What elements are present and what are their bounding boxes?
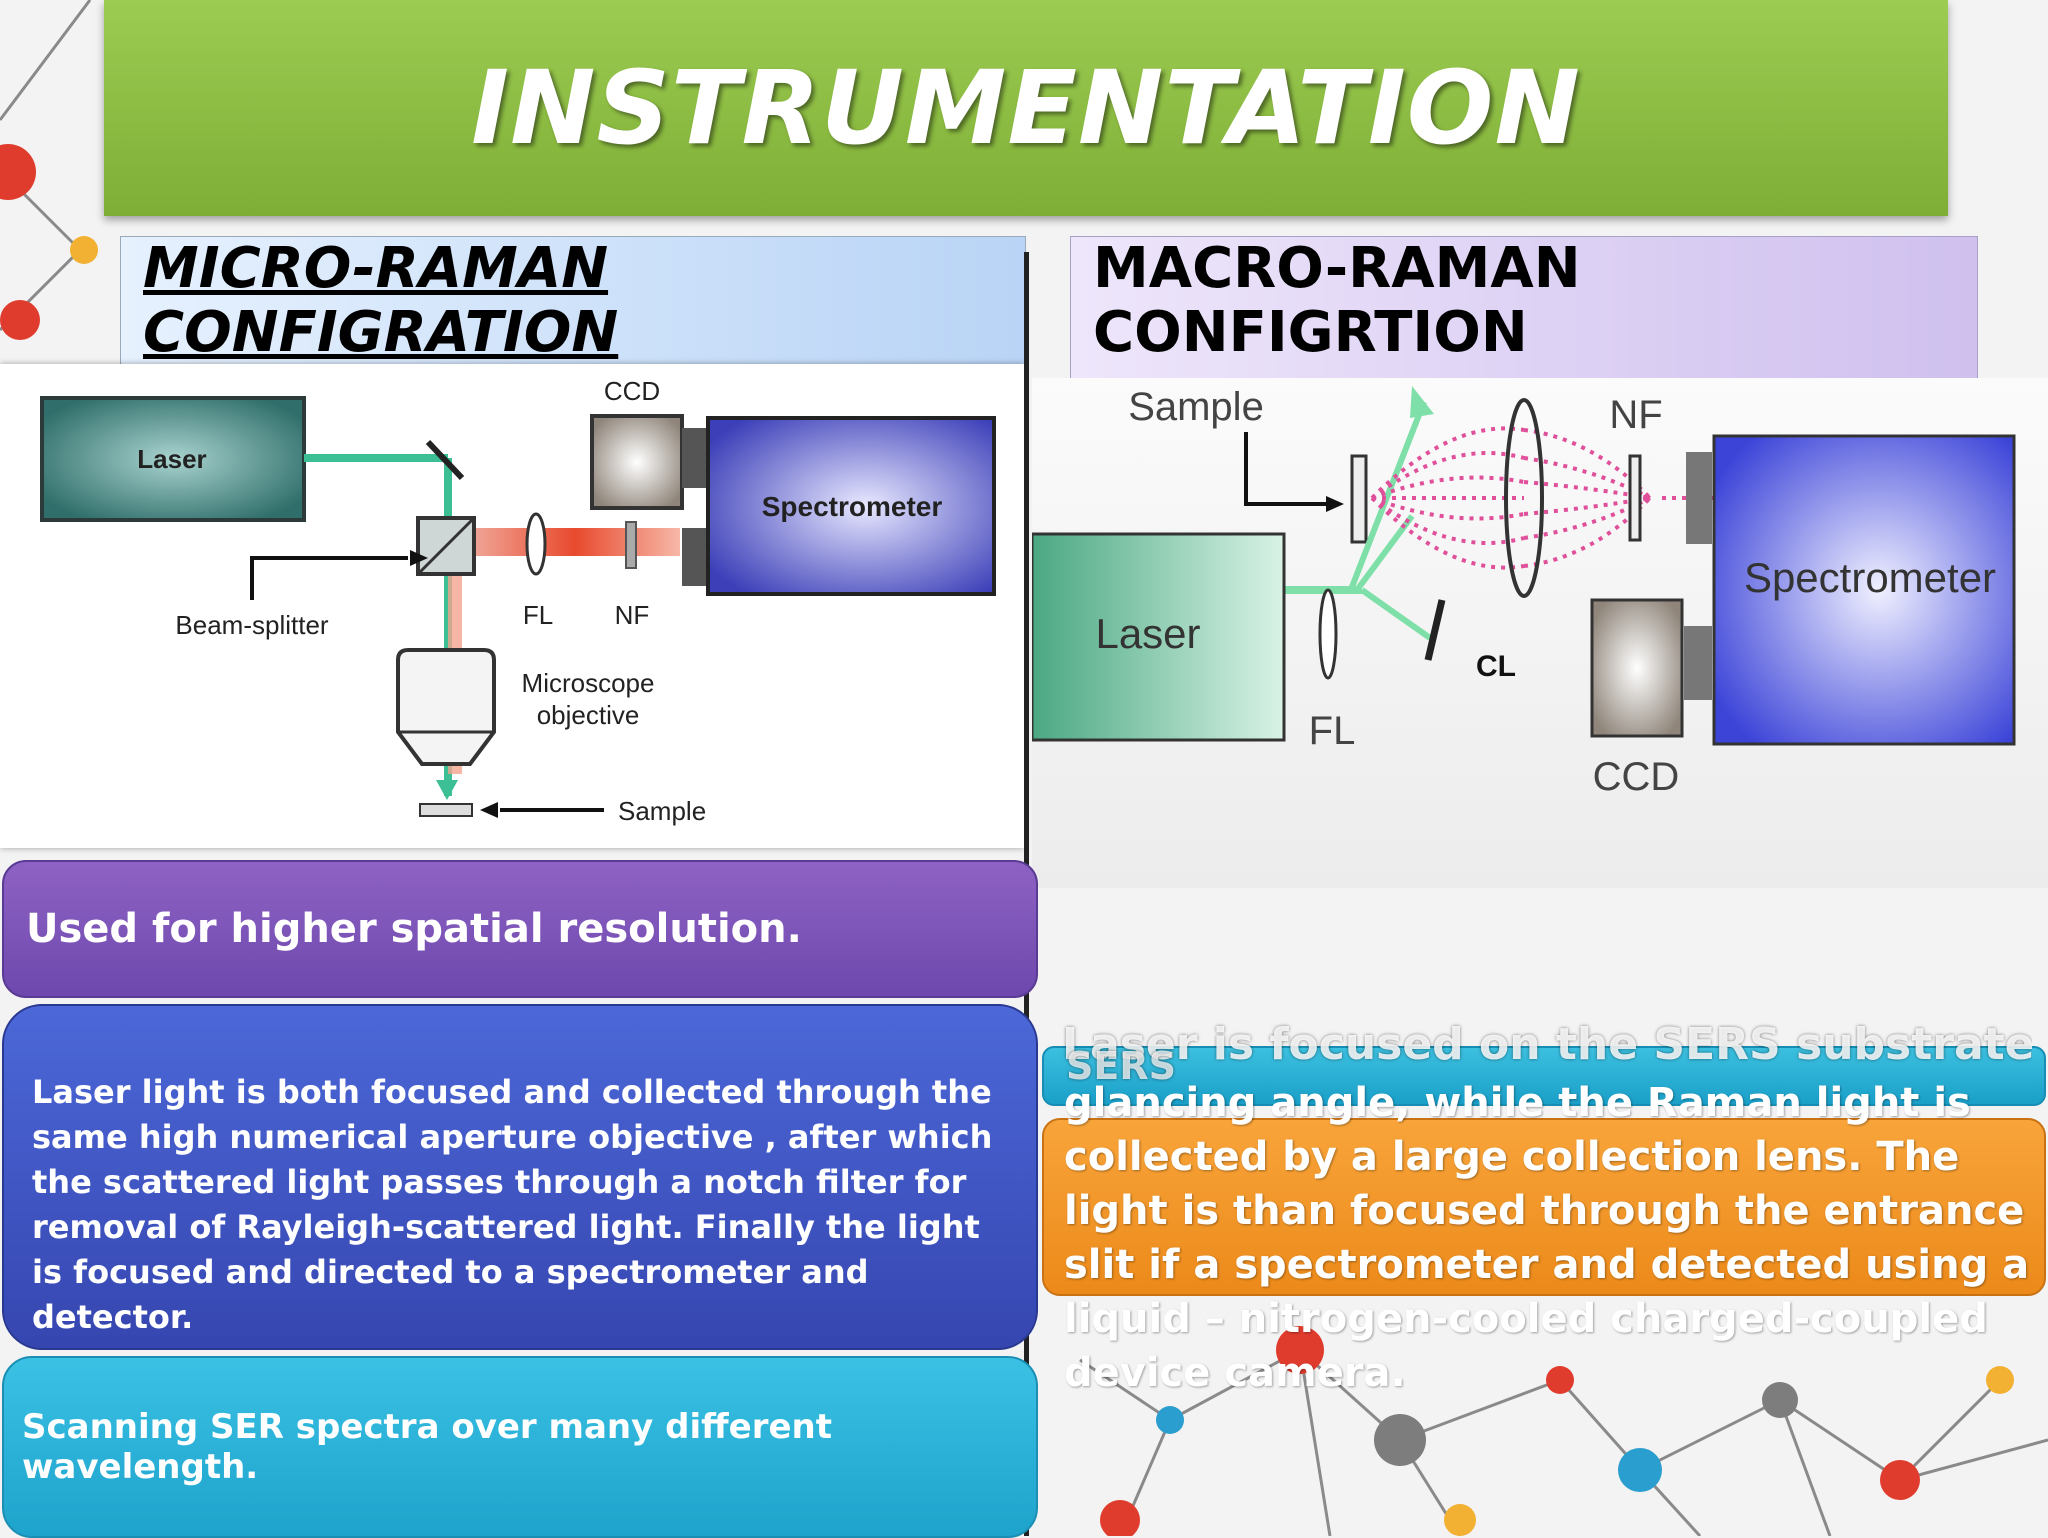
macro-ccd-label: CCD (1593, 755, 1680, 799)
micro-fl-label: FL (523, 600, 553, 630)
macro-cl-label: CL (1476, 650, 1516, 683)
macro-raman-heading: MACRO-RAMAN CONFIGRTION (1070, 236, 1978, 380)
macro-laser-label: Laser (1095, 610, 1200, 657)
microscope-label-2: objective (537, 700, 640, 730)
micro-sample-label: Sample (618, 796, 706, 826)
micro-resolution-text: Used for higher spatial resolution. (26, 906, 802, 952)
micro-ccd-label: CCD (604, 376, 660, 406)
micro-fl-lens (525, 512, 547, 576)
micro-scanning-box: Scanning SER spectra over many different… (2, 1356, 1038, 1538)
micro-heading-line2: CONFIGRATION (143, 300, 619, 365)
microscope-label-1: Microscope (522, 668, 655, 698)
micro-description-box: Laser light is both focused and collecte… (2, 1004, 1038, 1350)
micro-nf-label: NF (615, 600, 650, 630)
macro-description-box (1042, 1118, 2046, 1296)
macro-intro-box (1042, 1046, 2046, 1106)
micro-sample (419, 803, 473, 817)
macro-ccd-box (1590, 598, 1684, 738)
macro-spectrometer-label: Spectrometer (1744, 554, 1996, 601)
macro-fl-lens (1318, 588, 1338, 680)
micro-raman-heading: MICRO-RAMAN CONFIGRATION (120, 236, 1026, 370)
macro-nf-label: NF (1609, 393, 1662, 437)
beam-splitter-label: Beam-splitter (175, 610, 328, 640)
macro-overlap-text-a: Laser is focused on the SERS substrate a… (1062, 1019, 2032, 1070)
macro-cl-lens (1504, 398, 1544, 598)
slide-title: INSTRUMENTATION (471, 48, 1581, 168)
macro-nf-filter (1628, 454, 1642, 542)
macro-overlap-text-b: SERS (1066, 1044, 1176, 1088)
macro-sample-label: Sample (1128, 385, 1264, 429)
macro-spectrometer-box (1712, 434, 2016, 746)
micro-resolution-box: Used for higher spatial resolution. (2, 860, 1038, 998)
macro-heading-line1: MACRO-RAMAN (1093, 236, 1581, 301)
macro-description-text: glancing angle, while the Raman light is… (1064, 1080, 2030, 1396)
microscope-objective (396, 648, 496, 766)
micro-spectrometer-label: Spectrometer (762, 491, 943, 522)
micro-nf-filter (625, 521, 637, 569)
macro-heading-line2: CONFIGRTION (1093, 300, 1528, 365)
macro-sample (1350, 454, 1368, 544)
macro-laser-box (1030, 532, 1286, 742)
micro-heading-line1: MICRO-RAMAN (143, 236, 609, 301)
micro-ccd-box (590, 414, 684, 510)
micro-raman-diagram: Laser CCD Spectrometer Beam-splitter FL … (0, 364, 1024, 848)
micro-scanning-text: Scanning SER spectra over many different… (22, 1407, 832, 1487)
macro-raman-diagram: Sample NF Laser FL CL (1030, 378, 2048, 888)
macro-fl-label: FL (1309, 709, 1356, 753)
laser-box (40, 396, 306, 522)
micro-spectrometer-box (706, 416, 996, 596)
laser-label: Laser (137, 444, 206, 474)
micro-description-text: Laser light is both focused and collecte… (32, 1073, 993, 1336)
title-bar: INSTRUMENTATION (104, 0, 1948, 216)
